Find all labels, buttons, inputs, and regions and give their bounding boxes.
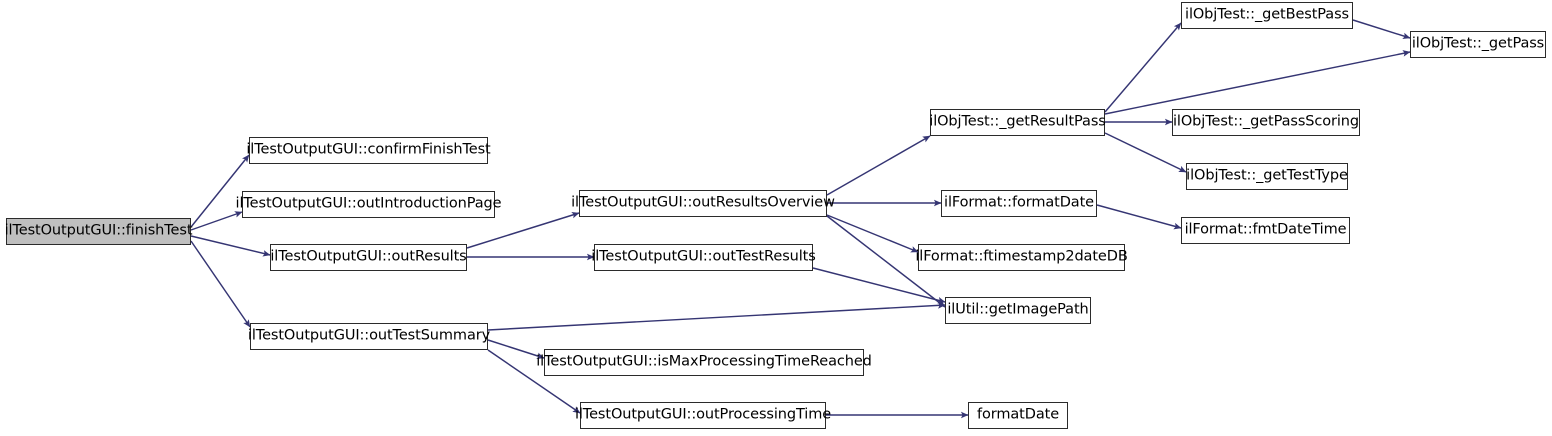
graph-node-ftimestamp2dateDB[interactable]: ilFormat::ftimestamp2dateDB <box>915 244 1128 271</box>
edge-outResultsOverview-to-ftimestamp2dateDB <box>826 214 919 253</box>
edge-outTestResults-to-getImagePath <box>812 267 946 304</box>
graph-node-label: ilTestOutputGUI::outResults <box>270 248 467 265</box>
edge-getResultPass-to-getPass <box>1104 50 1411 115</box>
edge-getResultPass-to-getTestType <box>1104 132 1187 173</box>
graph-node-getPassScoring[interactable]: ilObjTest::_getPassScoring <box>1172 109 1360 136</box>
graph-node-getTestType[interactable]: ilObjTest::_getTestType <box>1186 163 1348 190</box>
graph-node-label: ilTestOutputGUI::outTestResults <box>591 248 816 265</box>
graph-node-outProcessingTime[interactable]: ilTestOutputGUI::outProcessingTime <box>575 402 831 429</box>
edge-finishTest-to-confirmFinishTest <box>190 154 250 228</box>
graph-node-isMaxProcessingTimeReached[interactable]: ilTestOutputGUI::isMaxProcessingTimeReac… <box>536 349 872 376</box>
graph-node-confirmFinishTest[interactable]: ilTestOutputGUI::confirmFinishTest <box>246 137 491 164</box>
edge-outResults-to-outResultsOverview <box>466 211 580 249</box>
graph-node-label: ilObjTest::_getTestType <box>1186 167 1348 184</box>
edge-outResultsOverview-to-getResultPass <box>826 135 931 196</box>
graph-node-outTestSummary[interactable]: ilTestOutputGUI::outTestSummary <box>248 323 490 350</box>
edge-formatDateIl-to-fmtDateTime <box>1096 204 1182 230</box>
graph-node-outResults[interactable]: ilTestOutputGUI::outResults <box>270 244 467 271</box>
graph-node-label: ilTestOutputGUI::isMaxProcessingTimeReac… <box>536 353 872 370</box>
graph-node-label: ilFormat::ftimestamp2dateDB <box>915 248 1128 265</box>
graph-node-getPass[interactable]: ilObjTest::_getPass <box>1410 31 1546 58</box>
graph-node-label: ilObjTest::_getPass <box>1411 35 1545 52</box>
graph-node-label: ilTestOutputGUI::confirmFinishTest <box>246 141 491 158</box>
edge-finishTest-to-outTestSummary <box>190 240 251 328</box>
edge-finishTest-to-outResults <box>190 235 271 257</box>
graph-node-outResultsOverview[interactable]: ilTestOutputGUI::outResultsOverview <box>571 190 835 217</box>
graph-node-label: ilTestOutputGUI::outResultsOverview <box>571 194 835 211</box>
edge-getResultPass-to-getBestPass <box>1104 22 1182 113</box>
graph-node-label: ilTestOutputGUI::outTestSummary <box>247 327 491 344</box>
graph-node-finishTest[interactable]: ilTestOutputGUI::finishTest <box>5 218 193 245</box>
graph-node-label: ilFormat::formatDate <box>944 194 1094 211</box>
graph-node-formatDate[interactable]: formatDate <box>968 402 1068 429</box>
graph-node-outIntroductionPage[interactable]: ilTestOutputGUI::outIntroductionPage <box>236 191 502 218</box>
graph-node-label: ilUtil::getImagePath <box>947 301 1089 318</box>
graph-node-fmtDateTime[interactable]: ilFormat::fmtDateTime <box>1181 217 1350 244</box>
edge-outTestSummary-to-getImagePath <box>487 302 946 331</box>
graph-node-formatDateIl[interactable]: ilFormat::formatDate <box>941 190 1097 217</box>
graph-node-label: ilObjTest::_getBestPass <box>1185 6 1349 23</box>
edge-getBestPass-to-getPass <box>1352 19 1411 40</box>
graph-node-label: ilObjTest::_getPassScoring <box>1173 113 1360 130</box>
graph-node-label: ilTestOutputGUI::finishTest <box>4 222 193 239</box>
graph-node-getResultPass[interactable]: ilObjTest::_getResultPass <box>929 109 1106 136</box>
graph-node-label: formatDate <box>976 406 1060 423</box>
graph-node-getBestPass[interactable]: ilObjTest::_getBestPass <box>1181 2 1353 29</box>
graph-node-label: ilFormat::fmtDateTime <box>1184 221 1347 238</box>
graph-node-outTestResults[interactable]: ilTestOutputGUI::outTestResults <box>591 244 816 271</box>
graph-node-label: ilObjTest::_getResultPass <box>929 113 1106 130</box>
graph-node-label: ilTestOutputGUI::outIntroductionPage <box>235 195 502 212</box>
graph-node-label: ilTestOutputGUI::outProcessingTime <box>574 406 832 423</box>
graph-node-getImagePath[interactable]: ilUtil::getImagePath <box>945 297 1091 324</box>
